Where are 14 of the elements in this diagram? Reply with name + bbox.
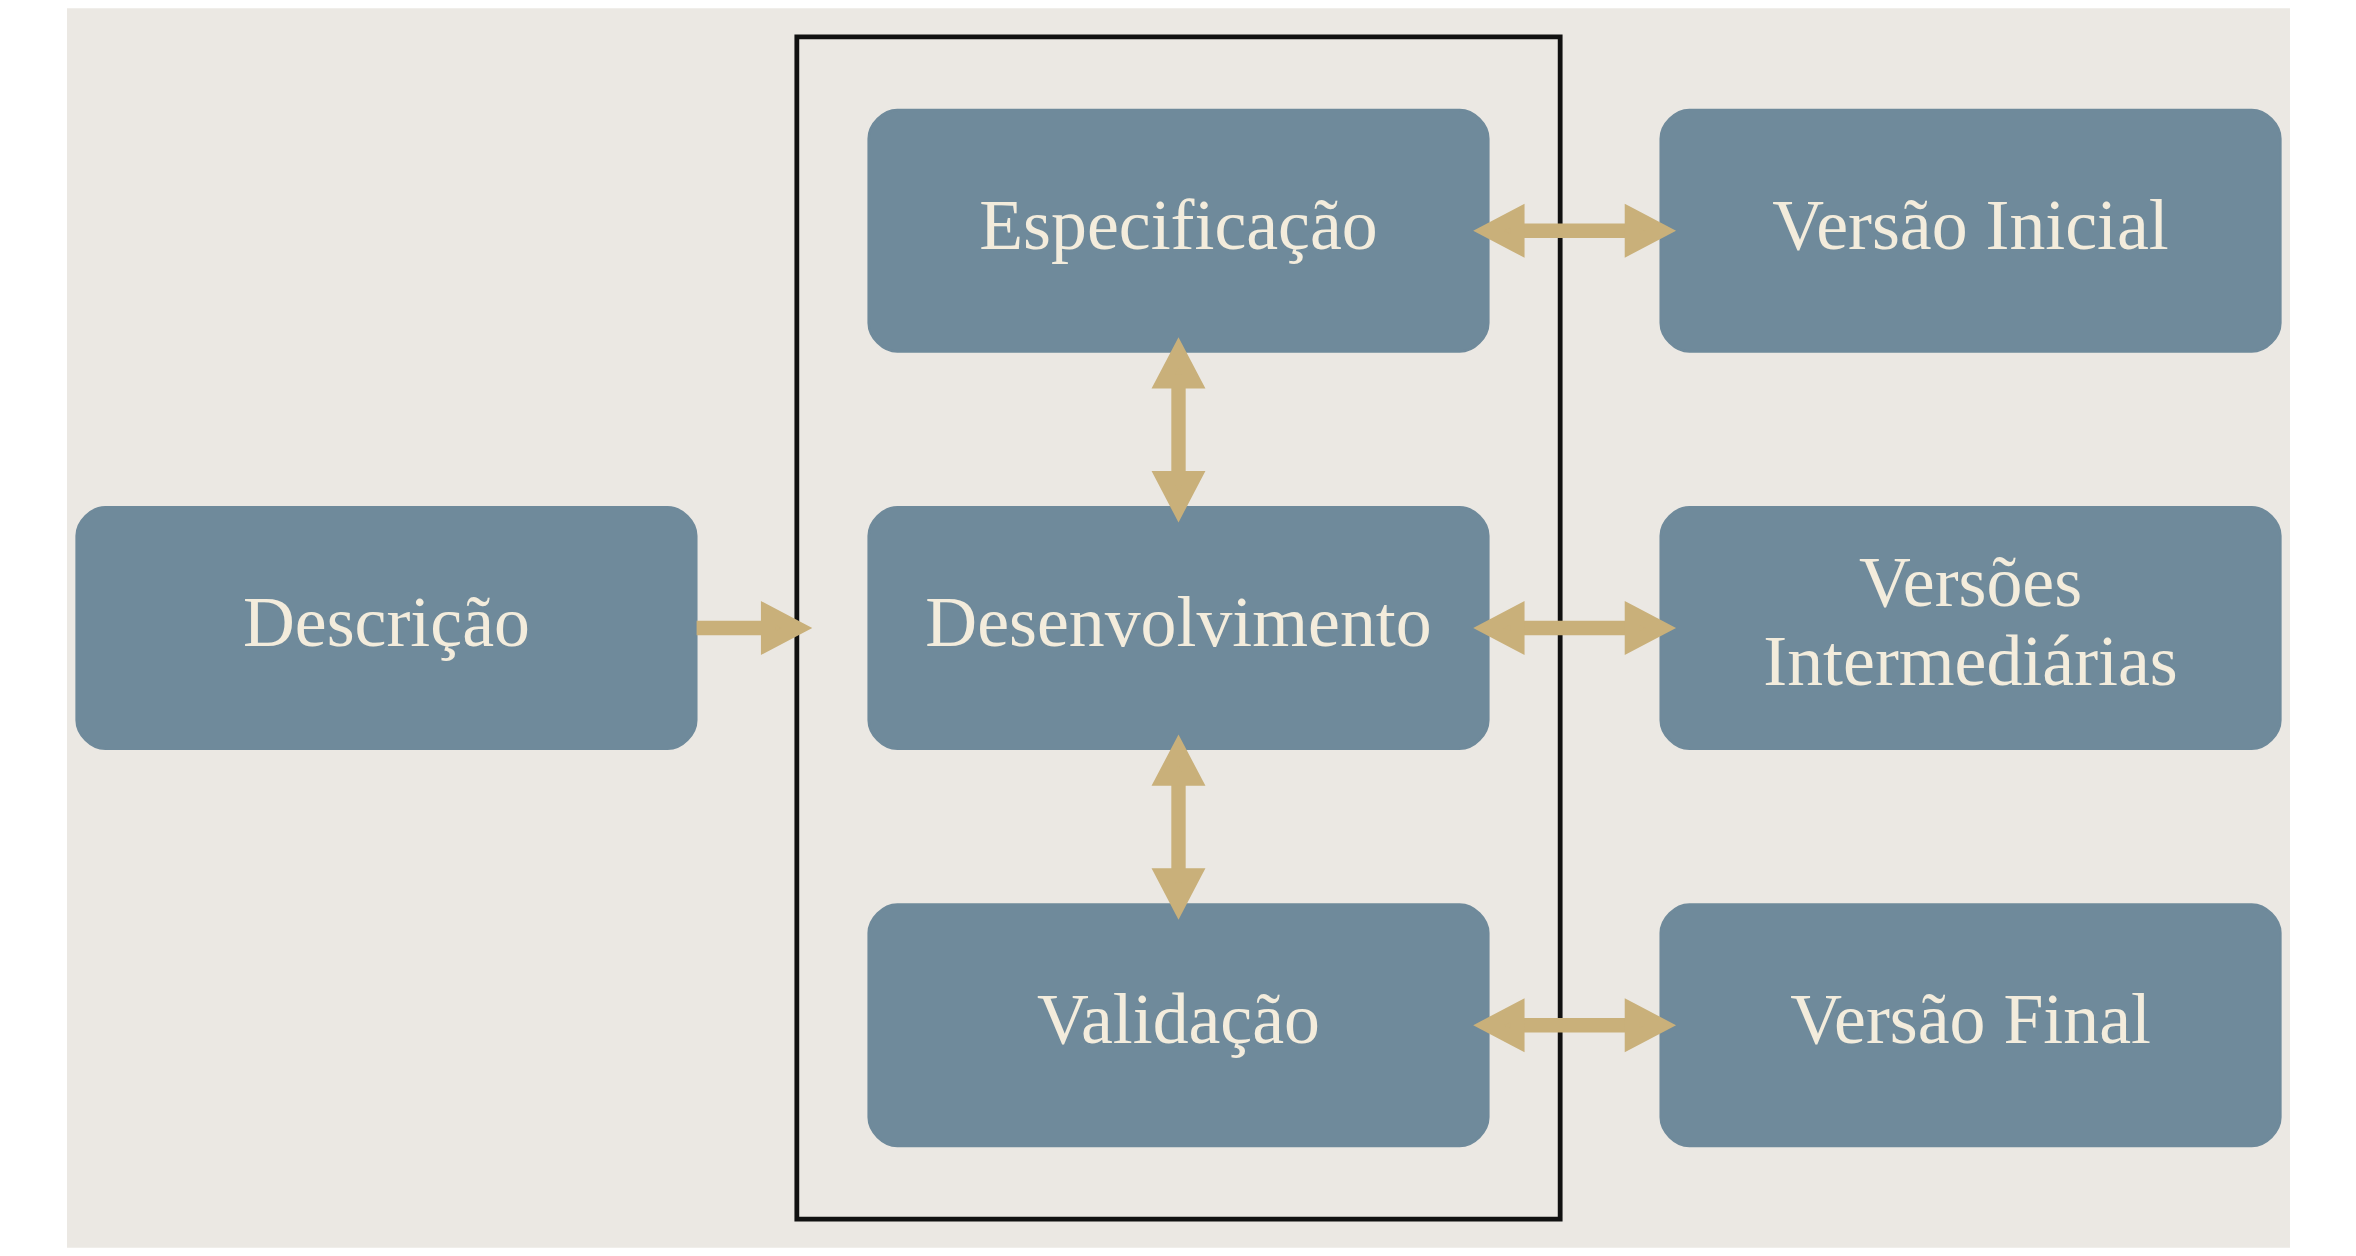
node-box: Versão Final	[1658, 903, 2282, 1148]
arrow	[1472, 998, 1676, 1053]
node-box: Descrição	[74, 505, 698, 751]
node-box: Versão Inicial	[1658, 108, 2282, 353]
node-box: Desenvolvimento	[866, 505, 1490, 751]
node-box: Versões Intermediárias	[1658, 505, 2282, 751]
arrow	[1151, 337, 1205, 523]
cluster	[793, 34, 1563, 1222]
node-box: Validação	[866, 903, 1490, 1148]
arrow	[696, 601, 812, 655]
arrow	[1472, 601, 1676, 655]
arrow	[1151, 734, 1205, 920]
node-box: Especificação	[866, 108, 1490, 353]
arrow	[1472, 203, 1676, 258]
